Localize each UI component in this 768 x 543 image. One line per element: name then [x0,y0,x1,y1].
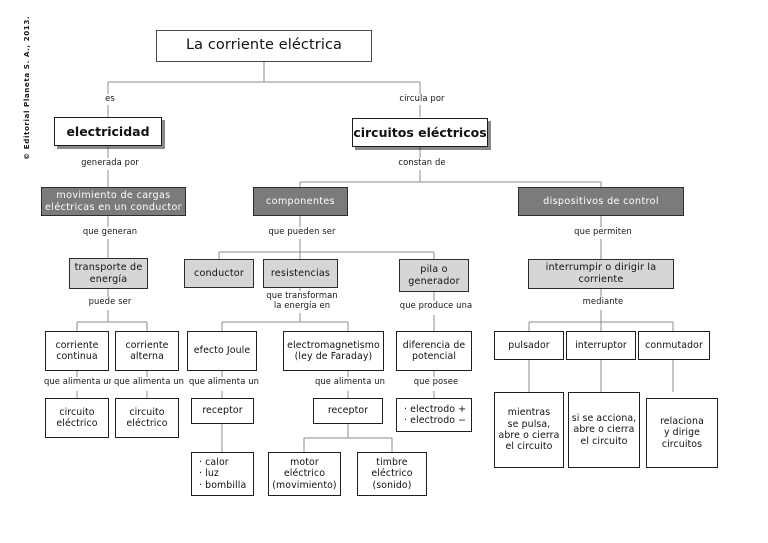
node-relaciona-dirige-label: relaciona y dirige circuitos [660,415,704,450]
node-corriente-continua[interactable]: corriente continua [45,331,109,371]
node-root-label: La corriente eléctrica [185,37,342,54]
node-corriente-alterna-label: corriente alterna [125,339,169,362]
node-conductor[interactable]: conductor [184,259,254,288]
node-receptor-2-label: receptor [327,405,369,417]
node-circuitos-electricos-label: circuitos eléctricos [353,124,487,140]
node-electrodos[interactable]: · electrodo + · electrodo − [396,398,472,432]
copyright-notice: © Editorial Planeta S. A., 2013. [22,15,31,160]
node-movimiento-cargas[interactable]: movimiento de cargas eléctricas en un co… [41,187,186,216]
node-motor-electrico[interactable]: motor eléctrico (movimiento) [268,452,341,496]
node-electricidad-label: electricidad [66,123,150,139]
node-corriente-alterna[interactable]: corriente alterna [115,331,179,371]
link-label-que-generan: que generan [76,226,144,237]
node-conmutador-label: conmutador [645,339,703,351]
node-pila-generador-label: pila o generador [408,263,460,287]
node-relaciona-dirige[interactable]: relaciona y dirige circuitos [646,398,718,468]
node-electromagnetismo-label: electromagnetismo (ley de Faraday) [287,339,380,362]
link-label-que-permiten: que permiten [567,226,639,237]
link-label-es: es [93,93,127,104]
node-receptor-2[interactable]: receptor [313,398,383,424]
node-conductor-label: conductor [193,267,245,279]
node-transporte-energia-label: transporte de energía [74,261,143,285]
node-efecto-joule[interactable]: efecto Joule [187,331,257,371]
node-corriente-continua-label: corriente continua [55,339,99,362]
node-interruptor-label: interruptor [575,339,627,351]
node-interrumpir-dirigir[interactable]: interrumpir o dirigir la corriente [528,259,674,289]
node-si-se-acciona-label: si se acciona, abre o cierra el circuito [571,412,637,447]
node-interrumpir-dirigir-label: interrumpir o dirigir la corriente [545,262,657,285]
link-label-generada-por: generada por [73,157,147,168]
node-resistencias-label: resistencias [270,267,331,279]
node-dispositivos-control[interactable]: dispositivos de control [518,187,684,216]
node-transporte-energia[interactable]: transporte de energía [69,258,148,289]
node-componentes-label: componentes [265,195,336,207]
node-pulsador[interactable]: pulsador [494,331,564,360]
node-circuito-electrico-1-label: circuito eléctrico [56,406,98,429]
node-pulsador-label: pulsador [508,339,550,351]
node-electricidad[interactable]: electricidad [54,117,162,146]
link-label-que-alimenta-un-4: que alimenta un [312,376,388,387]
node-movimiento-cargas-label: movimiento de cargas eléctricas en un co… [45,189,182,213]
node-root[interactable]: La corriente eléctrica [156,30,372,62]
node-timbre-electrico[interactable]: timbre eléctrico (sonido) [357,452,427,496]
node-circuito-electrico-2[interactable]: circuito eléctrico [115,398,179,438]
link-label-que-pueden-ser: que pueden ser [263,226,341,237]
link-label-que-produce-una: que produce una [394,300,478,311]
node-circuito-electrico-1[interactable]: circuito eléctrico [45,398,109,438]
link-label-que-transforman: que transforman la energía en [259,290,345,311]
node-motor-electrico-label: motor eléctrico (movimiento) [272,456,337,491]
node-diferencia-potencial[interactable]: diferencia de potencial [396,331,472,371]
node-interruptor[interactable]: interruptor [566,331,636,360]
link-label-que-alimenta-un-3: que alimenta un [186,376,262,387]
node-conmutador[interactable]: conmutador [638,331,710,360]
node-circuito-electrico-2-label: circuito eléctrico [126,406,168,429]
node-resistencias[interactable]: resistencias [263,259,338,288]
node-efecto-joule-label: efecto Joule [193,345,251,357]
node-componentes[interactable]: componentes [253,187,348,216]
link-label-mediante: mediante [573,296,633,307]
node-calor-luz-bombilla-label: · calor · luz · bombilla [199,456,247,491]
link-label-que-alimenta-un-2: que alimenta un [111,376,187,387]
node-dispositivos-control-label: dispositivos de control [543,195,659,207]
link-label-que-posee: que posee [406,376,466,387]
node-receptor-1-label: receptor [202,405,243,417]
link-label-que-alimenta-un-1: que alimenta un [41,376,117,387]
node-pila-generador[interactable]: pila o generador [399,259,469,292]
node-electromagnetismo[interactable]: electromagnetismo (ley de Faraday) [283,331,384,371]
node-electrodos-label: · electrodo + · electrodo − [404,403,467,426]
link-label-circula-por: circula por [390,93,454,104]
node-diferencia-potencial-label: diferencia de potencial [402,339,466,362]
node-calor-luz-bombilla[interactable]: · calor · luz · bombilla [191,452,254,496]
node-mientras-se-pulsa[interactable]: mientras se pulsa, abre o cierra el circ… [494,392,564,468]
node-mientras-se-pulsa-label: mientras se pulsa, abre o cierra el circ… [498,407,560,453]
link-label-puede-ser: puede ser [79,296,141,307]
node-si-se-acciona[interactable]: si se acciona, abre o cierra el circuito [568,392,640,468]
link-label-constan-de: constan de [390,157,454,168]
node-receptor-1[interactable]: receptor [191,398,254,424]
node-circuitos-electricos[interactable]: circuitos eléctricos [352,118,488,147]
node-timbre-electrico-label: timbre eléctrico (sonido) [371,456,413,491]
